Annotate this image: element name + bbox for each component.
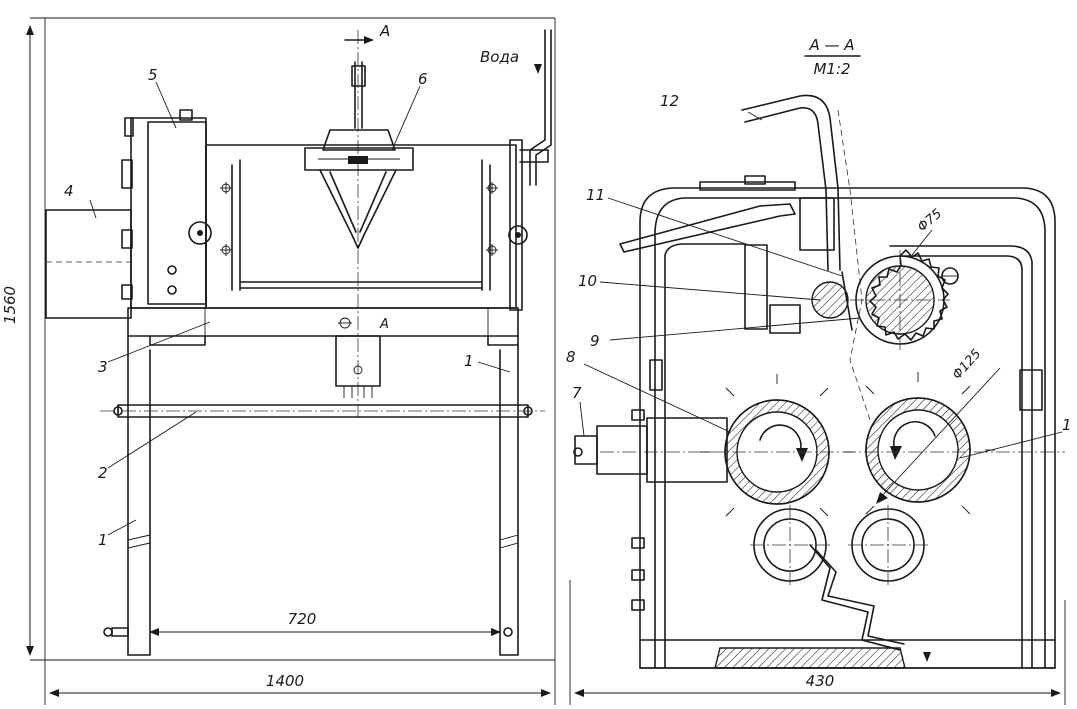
inner-dimension-text: 720 <box>288 610 317 628</box>
callout-6: 6 <box>418 70 428 88</box>
drive-end-7 <box>574 435 598 465</box>
callout-3: 3 <box>98 358 108 376</box>
section-title: A — A <box>808 36 854 54</box>
callout-11: 11 <box>586 186 605 204</box>
callout-2: 2 <box>98 464 108 482</box>
callout-7: 7 <box>572 384 582 402</box>
holder-6 <box>304 129 414 249</box>
beam-3 <box>127 307 519 337</box>
section-marker-top: A <box>379 22 390 40</box>
callout-1-section: 1 <box>1062 416 1072 434</box>
roller-10 <box>811 281 849 319</box>
scraper-plate <box>809 544 901 651</box>
callout-1-left: 1 <box>98 531 108 549</box>
bearing-block-8 <box>646 417 728 483</box>
diameter-125-label: Φ125 <box>950 347 985 383</box>
front-view: 1560 1400 A <box>1 17 556 705</box>
center-drive-block <box>335 335 381 387</box>
roller-d75 <box>850 249 950 350</box>
water-label: Вода <box>480 48 519 66</box>
section-marker-mid: A <box>379 317 389 332</box>
lower-roller-left <box>750 505 830 585</box>
lower-roller-right <box>848 505 928 585</box>
section-arrowhead-top <box>364 36 374 44</box>
diameter-75-label: Φ75 <box>915 206 945 235</box>
base-section <box>714 647 906 669</box>
section-scale: M1:2 <box>813 60 850 78</box>
shaft-bearing-left <box>188 221 212 245</box>
callout-10: 10 <box>578 272 597 290</box>
pipe-12 <box>741 94 841 271</box>
section-view: A — A M1:2 430 <box>566 36 1072 705</box>
width-dimension-text: 1400 <box>266 672 304 690</box>
rod-coupling <box>351 65 366 87</box>
callout-5: 5 <box>148 66 158 84</box>
water-pipe <box>529 29 546 186</box>
callout-8: 8 <box>566 348 576 366</box>
callout-1-right: 1 <box>464 352 474 370</box>
callout-12: 12 <box>660 92 679 110</box>
drive-housing-5 <box>130 117 207 309</box>
roller-ticks <box>700 372 995 517</box>
outer-housing <box>639 187 1056 669</box>
roller-d125-right <box>865 397 971 503</box>
motor-4 <box>45 209 132 319</box>
section-width-dimension-text: 430 <box>806 672 835 690</box>
shaft-bearing-right <box>508 225 528 245</box>
callout-4: 4 <box>64 182 74 200</box>
height-dimension-text: 1560 <box>1 286 19 324</box>
side-fixings <box>631 409 645 611</box>
cross-markers <box>220 182 498 256</box>
leg-right-1 <box>499 335 519 656</box>
leg-left-1 <box>127 335 151 656</box>
guide-plate <box>619 203 796 253</box>
top-screw <box>179 109 193 121</box>
callout-9: 9 <box>590 332 600 350</box>
